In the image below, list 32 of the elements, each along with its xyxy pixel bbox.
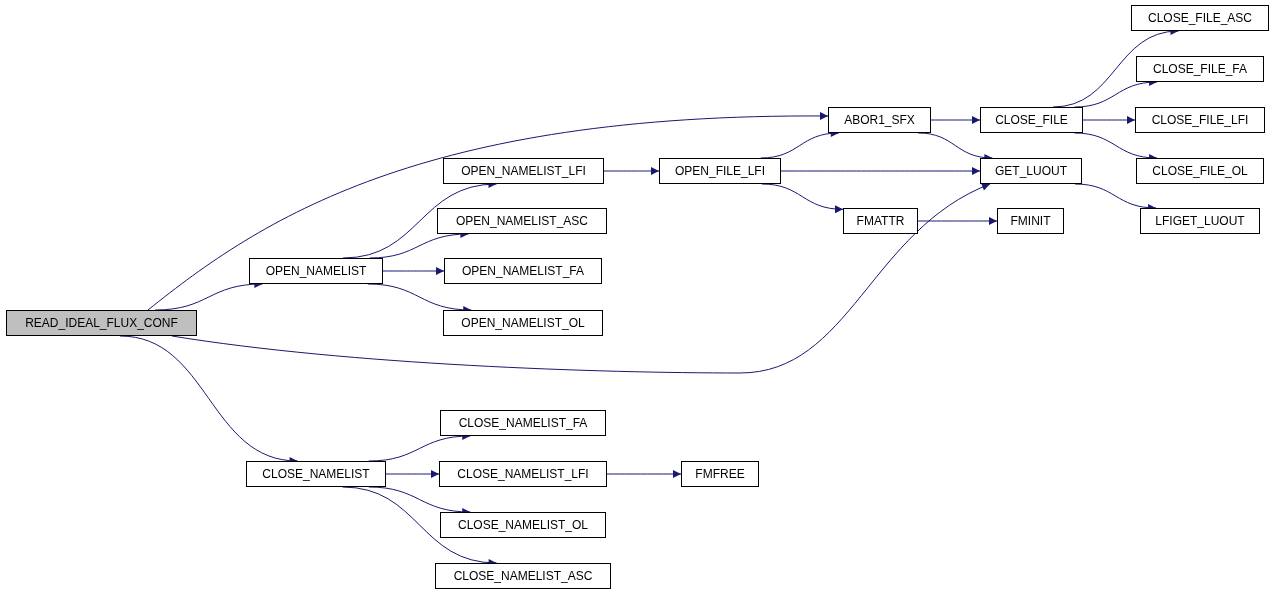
function-box: CLOSE_FILE_OL (1136, 158, 1264, 184)
call-arrow (917, 217, 998, 225)
function-box: ABOR1_SFX (828, 107, 931, 133)
function-box: CLOSE_NAMELIST_LFI (439, 461, 607, 487)
function-box: GET_LUOUT (980, 158, 1082, 184)
function-box: CLOSE_FILE_ASC (1131, 5, 1269, 31)
call-arrow (147, 112, 829, 311)
call-arrow (930, 116, 981, 124)
function-box: CLOSE_NAMELIST_OL (440, 512, 606, 538)
call-arrow (603, 167, 660, 175)
function-box: READ_IDEAL_FLUX_CONF (6, 310, 197, 336)
function-box: CLOSE_NAMELIST_ASC (435, 563, 611, 589)
function-box: OPEN_NAMELIST (249, 258, 383, 284)
function-box: FMFREE (681, 461, 759, 487)
function-box: OPEN_NAMELIST_ASC (437, 208, 607, 234)
function-box: CLOSE_NAMELIST_FA (440, 410, 606, 436)
function-box: OPEN_NAMELIST_FA (444, 258, 602, 284)
call-arrow (1082, 116, 1136, 124)
call-arrow (382, 267, 445, 275)
call-arrow (385, 470, 440, 478)
function-box: CLOSE_NAMELIST (246, 461, 386, 487)
call-arrow (780, 167, 981, 175)
function-box: CLOSE_FILE_FA (1136, 56, 1264, 82)
function-box: OPEN_NAMELIST_OL (443, 310, 603, 336)
function-box: OPEN_FILE_LFI (659, 158, 781, 184)
function-box: CLOSE_FILE (980, 107, 1083, 133)
function-box: LFIGET_LUOUT (1140, 208, 1260, 234)
function-box: FMATTR (843, 208, 918, 234)
call-arrow (606, 470, 682, 478)
function-box: CLOSE_FILE_LFI (1135, 107, 1265, 133)
function-box: FMINIT (997, 208, 1064, 234)
function-box: OPEN_NAMELIST_LFI (443, 158, 604, 184)
